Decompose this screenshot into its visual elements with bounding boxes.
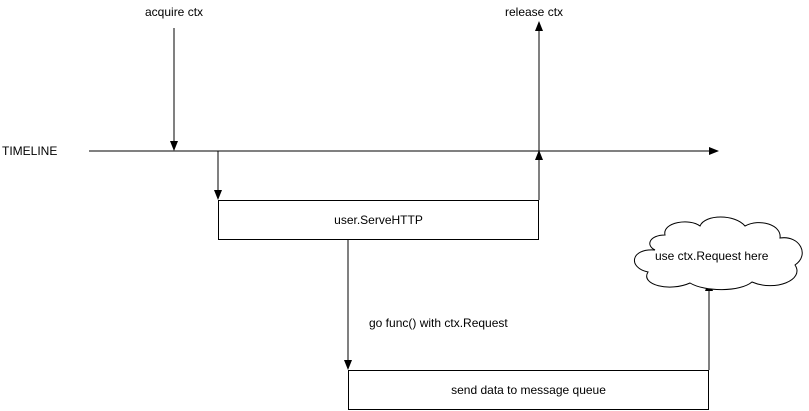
cloud-shape bbox=[633, 216, 803, 291]
timeline-label: TIMELINE bbox=[2, 144, 58, 158]
message-queue-label: send data to message queue bbox=[451, 383, 606, 397]
release-ctx-label: release ctx bbox=[505, 5, 564, 19]
goroutine-label: go func() with ctx.Request bbox=[369, 316, 508, 330]
acquire-ctx-label: acquire ctx bbox=[145, 5, 204, 19]
cloud-label: use ctx.Request here bbox=[655, 249, 769, 263]
servehttp-label: user.ServeHTTP bbox=[334, 213, 423, 227]
message-queue-box: send data to message queue bbox=[348, 370, 709, 410]
servehttp-box: user.ServeHTTP bbox=[218, 200, 539, 240]
